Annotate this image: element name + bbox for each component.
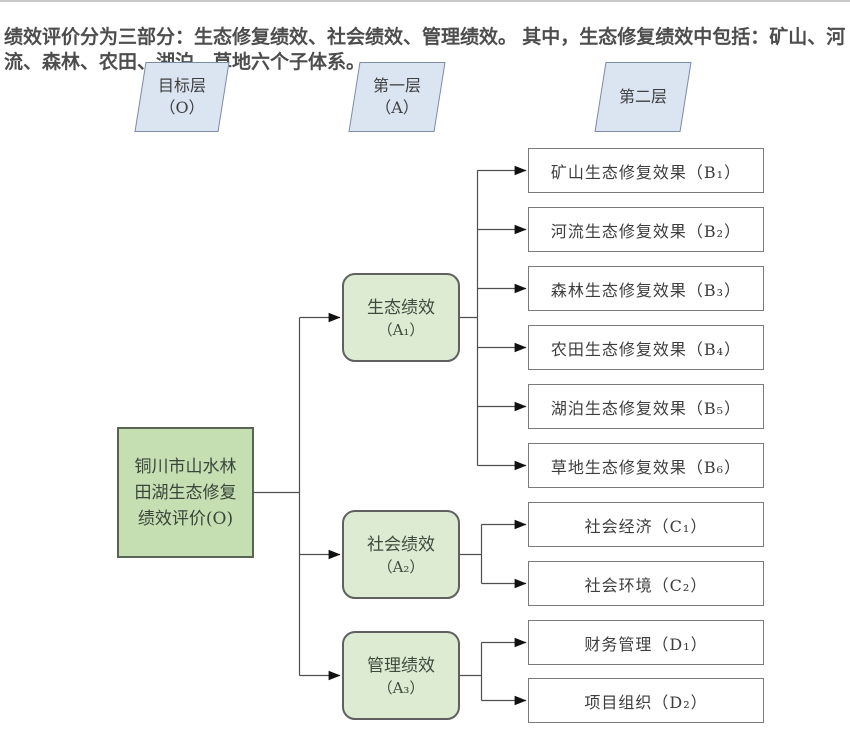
leaf-node-b2: 河流生态修复效果（B₂） xyxy=(528,207,764,252)
level1-social-name: 社会绩效 xyxy=(367,534,435,555)
layer-header-goal-label: 目标层 （O） xyxy=(158,75,206,119)
level1-ecological-name: 生态绩效 xyxy=(367,297,435,318)
goal-node: 铜川市山水林田湖生态修复绩效评价(O) xyxy=(117,427,254,558)
layer-goal-code: （O） xyxy=(159,98,205,117)
level1-node-social: 社会绩效 （A₂） xyxy=(342,510,460,599)
layer-header-goal: 目标层 （O） xyxy=(134,62,230,132)
level1-node-ecological: 生态绩效 （A₁） xyxy=(342,273,460,362)
leaf-node-c2: 社会环境（C₂） xyxy=(528,561,764,606)
leaf-node-d1: 财务管理（D₁） xyxy=(528,620,764,665)
level1-management-name: 管理绩效 xyxy=(367,655,435,676)
leaf-node-b1: 矿山生态修复效果（B₁） xyxy=(528,148,764,193)
leaf-node-b4: 农田生态修复效果（B₄） xyxy=(528,325,764,370)
layer-header-first-label: 第一层 （A） xyxy=(373,75,421,119)
layer-first-title: 第一层 xyxy=(372,76,421,95)
top-divider xyxy=(0,0,850,2)
leaf-node-b5: 湖泊生态修复效果（B₅） xyxy=(528,384,764,429)
layer-goal-title: 目标层 xyxy=(157,76,206,95)
layer-second-title: 第二层 xyxy=(618,87,667,106)
leaf-node-b3: 森林生态修复效果（B₃） xyxy=(528,266,764,311)
layer-header-second: 第二层 xyxy=(594,62,692,132)
leaf-node-c1: 社会经济（C₁） xyxy=(528,502,764,547)
layer-header-first: 第一层 （A） xyxy=(348,62,446,132)
layer-first-code: （A） xyxy=(375,98,419,117)
leaf-node-b6: 草地生态修复效果（B₆） xyxy=(528,443,764,488)
layer-header-second-label: 第二层 xyxy=(619,86,667,108)
level1-management-code: （A₃） xyxy=(377,678,425,697)
level1-ecological-code: （A₁） xyxy=(377,320,425,339)
leaf-node-d2: 项目组织（D₂） xyxy=(528,678,764,723)
level1-social-code: （A₂） xyxy=(377,557,425,576)
level1-node-management: 管理绩效 （A₃） xyxy=(342,631,460,720)
